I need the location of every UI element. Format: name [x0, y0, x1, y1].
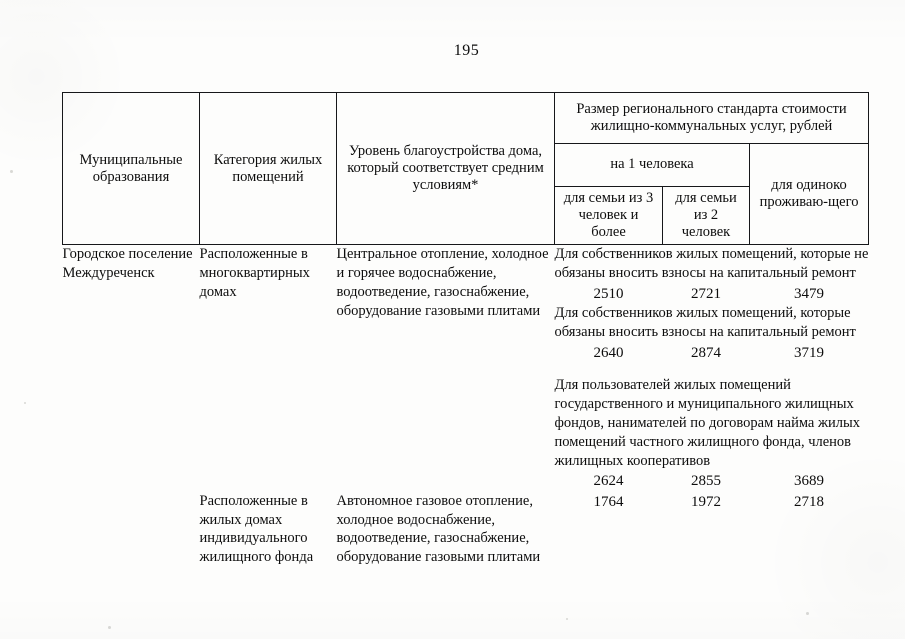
header-family-of-three-or-more: для семьи из 3 человек и более: [554, 185, 663, 246]
standard-values-row: 2510 2721 3479: [555, 284, 869, 304]
value-family-of-three-or-more: 2624: [593, 473, 624, 490]
block-spacer: [555, 363, 869, 376]
header-standard-amount: Размер регионального стандарта стоимости…: [553, 92, 870, 144]
value-family-of-two: 1972: [691, 493, 721, 510]
value-family-of-two: 2855: [691, 473, 721, 490]
table-row: Расположенные в жилых домах индивидуальн…: [63, 492, 869, 567]
table-header: Муниципальные образования Категория жилы…: [62, 91, 870, 246]
category-text: Расположенные в многоквартирных домах: [199, 246, 310, 301]
cell-improvement: Автономное газовое отопление, холодное в…: [337, 492, 555, 567]
cell-category: Расположенные в жилых домах индивидуальн…: [200, 492, 337, 567]
scan-speck: [806, 612, 809, 615]
cell-standard-values: Для собственников жилых помещений, котор…: [555, 245, 869, 492]
standard-note: Для собственников жилых помещений, котор…: [554, 305, 856, 341]
standard-block: Для пользователей жилых помещений госуда…: [555, 376, 869, 491]
standard-values-row: 2624 2855 3689: [555, 471, 869, 491]
standard-block: Для собственников жилых помещений, котор…: [555, 245, 869, 304]
header-single-resident: для одиноко проживаю-щего: [748, 142, 870, 246]
value-single-resident: 3689: [794, 473, 824, 490]
header-row-middle: на 1 человека для одиноко проживаю-щего: [63, 142, 870, 246]
header-row-sub: для семьи из 3 человек и более для семьи…: [63, 185, 869, 246]
standard-block: Для собственников жилых помещений, котор…: [555, 304, 869, 363]
value-family-of-two: 2721: [691, 286, 721, 303]
cell-municipality: Городское поселение Междуреченск: [63, 245, 200, 492]
standard-values-row: 2640 2874 3719: [555, 343, 869, 363]
scan-speck: [566, 618, 568, 620]
value-single-resident: 2718: [794, 493, 824, 510]
header-category: Категория жилых помещений: [199, 91, 337, 246]
page-number-value: 195: [453, 42, 480, 59]
header-family-of-two: для семьи из 2 человек: [662, 185, 750, 246]
cell-improvement: Центральное отопление, холодное и горяче…: [337, 245, 555, 492]
standard-note: Для пользователей жилых помещений госуда…: [554, 377, 861, 469]
cell-municipality: [63, 492, 200, 567]
scan-speck: [10, 170, 13, 173]
category-text: Расположенные в жилых домах индивидуальн…: [199, 492, 314, 566]
header-per-person: на 1 человека: [554, 143, 750, 187]
standard-values-row: 1764 1972 2718: [555, 492, 869, 512]
table-body: Городское поселение Междуреченск Располо…: [63, 245, 869, 567]
improvement-text: Центральное отопление, холодное и горяче…: [336, 246, 549, 319]
standards-table-container: Муниципальные образования Категория жилы…: [62, 91, 870, 567]
header-row-top: Муниципальные образования Категория жилы…: [62, 91, 870, 246]
improvement-text: Автономное газовое отопление, холодное в…: [336, 492, 541, 566]
value-family-of-three-or-more: 1764: [593, 493, 624, 510]
value-single-resident: 3479: [794, 286, 824, 303]
value-family-of-three-or-more: 2640: [593, 344, 624, 361]
regional-standards-table: Муниципальные образования Категория жилы…: [62, 91, 870, 567]
page-number: 195: [0, 42, 905, 60]
scan-speck: [24, 402, 26, 404]
scan-speck: [108, 626, 111, 629]
municipality-name: Городское поселение Междуреченск: [62, 246, 193, 282]
cell-category: Расположенные в многоквартирных домах: [200, 245, 337, 492]
standard-note: Для собственников жилых помещений, котор…: [554, 246, 869, 282]
header-improvement-level: Уровень благоустройства дома, который со…: [336, 91, 555, 246]
value-single-resident: 3719: [794, 344, 824, 361]
value-family-of-three-or-more: 2510: [593, 286, 624, 303]
cell-standard-values: 1764 1972 2718: [555, 492, 869, 567]
header-municipality: Муниципальные образования: [62, 91, 200, 246]
value-family-of-two: 2874: [691, 344, 721, 361]
table-row: Городское поселение Междуреченск Располо…: [63, 245, 869, 492]
